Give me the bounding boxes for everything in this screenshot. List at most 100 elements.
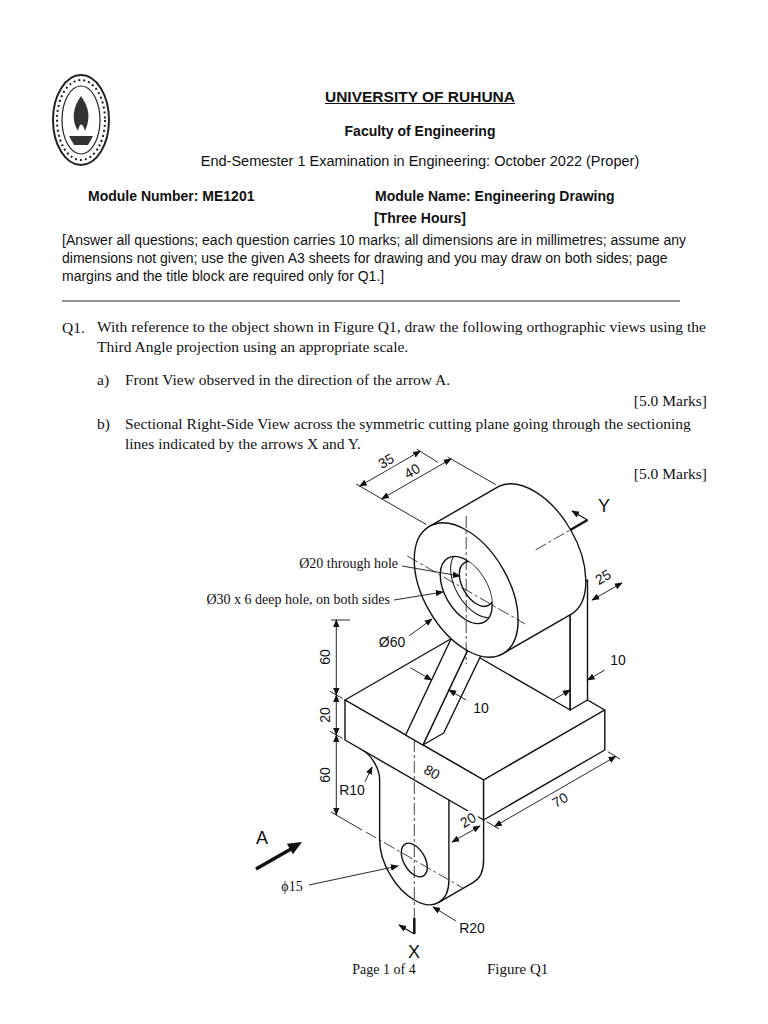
extension-line <box>356 484 426 524</box>
dimension-value: 40 <box>400 459 425 483</box>
item-letter-holder: b) <box>97 415 110 433</box>
emblem-outer-ring <box>53 75 109 165</box>
dimensions <box>309 449 622 921</box>
cutting-plane-end <box>413 918 416 934</box>
counterbore-inside <box>440 542 513 627</box>
centre-lines <box>366 516 570 918</box>
faculty-name-holder: Faculty of Engineering <box>345 122 496 140</box>
dimension-value-holder: 20 <box>316 705 334 725</box>
dimension-value: 60 <box>317 765 333 785</box>
dimension-line <box>336 695 337 735</box>
dimension-line <box>336 620 337 695</box>
extension-line <box>448 457 496 485</box>
page-number: Page 1 of 4 <box>352 962 415 978</box>
dimension-value: ϕ15 <box>279 879 304 895</box>
view-label-holder: A <box>254 828 270 849</box>
cutting-plane-line <box>414 740 415 918</box>
dimension-value-holder: 70 <box>547 787 573 812</box>
counterbore-bottom <box>440 542 513 627</box>
leader-line <box>409 619 432 636</box>
figure-caption: Figure Q1 <box>487 961 548 978</box>
question-text-holder: With reference to the object shown in Fi… <box>97 317 709 357</box>
dimension-value-holder: 25 <box>590 564 616 589</box>
emblem-dot-ring <box>57 80 105 160</box>
dimension-line <box>495 756 616 826</box>
dimension-value-holder: 10 <box>608 651 628 669</box>
view-arrow-head <box>287 842 302 854</box>
section-label-holder: X <box>406 942 422 963</box>
dimension-value-holder: 60 <box>316 647 334 667</box>
dimension-line <box>410 668 431 680</box>
callout-note: Ø30 x 6 deep hole, on both sides <box>204 592 392 608</box>
dimension-value-holder: 40 <box>399 458 425 483</box>
leader-line <box>394 592 443 600</box>
dimension-value-holder: R10 <box>337 781 367 799</box>
leader-line <box>309 866 398 885</box>
callout-note-holder: Ø30 x 6 deep hole, on both sides <box>204 590 392 608</box>
section-marks <box>399 511 588 934</box>
instruction-note-holder: [Answer all questions; each question car… <box>62 231 702 285</box>
marks-note: [5.0 Marks] <box>634 392 707 410</box>
boss-front-face <box>393 505 540 675</box>
base-right-face <box>484 710 605 820</box>
dimension-value: 20 <box>317 705 333 725</box>
exam-name: End-Semester 1 Examination in Engineerin… <box>201 153 639 170</box>
dimension-value: 10 <box>608 652 628 668</box>
leader-line <box>402 566 460 576</box>
dimension-value-holder: R20 <box>457 919 487 937</box>
emblem-inner-ring <box>62 86 100 154</box>
view-arrow-shaft <box>256 849 291 869</box>
extension-line <box>331 812 362 830</box>
university-title-holder: UNIVERSITY OF RUHUNA <box>325 88 515 106</box>
centre-line <box>407 556 525 624</box>
dimension-line <box>588 670 605 680</box>
dimension-line <box>449 690 466 700</box>
marks-note-holder: [5.0 Marks] <box>634 465 707 483</box>
page-number-holder: Page 1 of 4 <box>352 960 415 978</box>
dimension-value: 70 <box>548 788 573 812</box>
module-name: Module Name: Engineering Drawing <box>375 188 615 204</box>
dimension-line <box>553 690 570 700</box>
marks-note: [5.0 Marks] <box>634 465 707 483</box>
dimension-value: R20 <box>457 920 487 936</box>
dimension-value: 10 <box>471 700 491 716</box>
dimension-value-holder: ϕ15 <box>279 877 304 895</box>
dimension-value-holder: Ø60 <box>377 633 407 651</box>
callout-note-holder: Ø20 through hole <box>297 554 400 572</box>
exam-name-holder: End-Semester 1 Examination in Engineerin… <box>201 152 639 170</box>
extension-line <box>331 620 350 621</box>
section-arrow <box>572 511 588 520</box>
emblem-flame <box>74 96 89 131</box>
section-label-holder: Y <box>596 496 612 517</box>
section-label: Y <box>596 496 612 517</box>
module-name-holder: Module Name: Engineering Drawing <box>375 187 615 205</box>
dimension-value-holder: 10 <box>471 699 491 717</box>
faculty-name: Faculty of Engineering <box>345 123 496 139</box>
item-text: Front View observed in the direction of … <box>125 371 450 389</box>
cutting-plane-end <box>570 520 587 530</box>
section-label: X <box>406 942 422 963</box>
item-letter: a) <box>97 371 109 389</box>
dimension-value: R10 <box>337 782 367 798</box>
isometric-object <box>345 484 605 920</box>
university-title: UNIVERSITY OF RUHUNA <box>325 88 515 106</box>
item-text: Sectional Right-Side View across the sym… <box>125 414 707 454</box>
marks-note-holder: [5.0 Marks] <box>634 392 707 410</box>
dimension-value: 25 <box>591 565 616 589</box>
question-number: Q1. <box>62 319 85 337</box>
callout-note: Ø20 through hole <box>297 556 400 572</box>
university-emblem <box>53 75 109 165</box>
dimension-value: 60 <box>317 647 333 667</box>
instruction-note: [Answer all questions; each question car… <box>62 231 702 285</box>
item-text-holder: Sectional Right-Side View across the sym… <box>125 414 707 454</box>
item-text-holder: Front View observed in the direction of … <box>125 371 450 389</box>
figure-caption-holder: Figure Q1 <box>487 960 548 978</box>
module-number: Module Number: ME1201 <box>88 188 254 204</box>
view-label: A <box>254 828 270 849</box>
header-rule <box>62 301 680 302</box>
question-number-holder: Q1. <box>62 319 85 337</box>
emblem-lamp <box>69 136 93 145</box>
item-letter-holder: a) <box>97 371 109 389</box>
dimension-value: 35 <box>373 449 398 473</box>
